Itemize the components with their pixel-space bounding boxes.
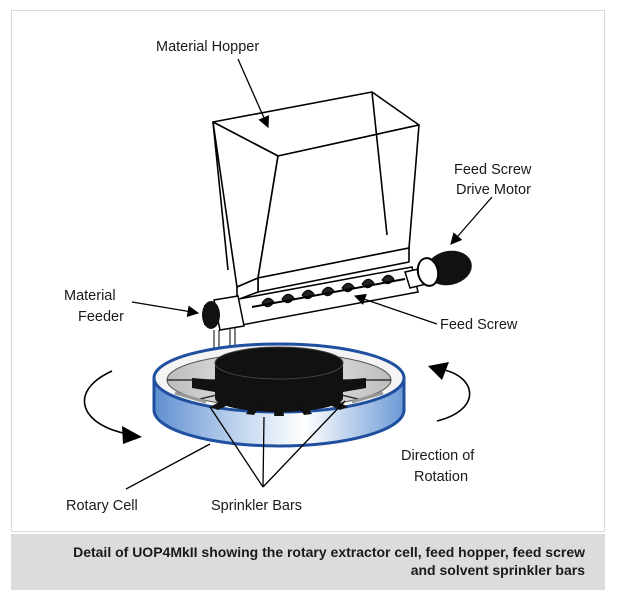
figure-caption: Detail of UOP4MkII showing the rotary ex… [11,534,605,590]
sprinkler-bar-group [174,391,384,404]
label-material-feeder-2: Feeder [78,309,124,325]
rotary-cell [152,342,406,448]
label-material-hopper: Material Hopper [156,39,259,55]
label-drive-motor-1: Feed Screw [454,162,532,178]
label-feed-screw: Feed Screw [440,317,518,333]
rotary-extractor-diagram: Material Hopper Feed Screw Drive Motor M… [64,39,532,514]
drive-motor [416,250,472,287]
label-sprinkler-bars: Sprinkler Bars [211,498,302,514]
caption-line-1: Detail of UOP4MkII showing the rotary ex… [73,544,585,560]
label-direction-2: Rotation [414,469,468,485]
label-material-feeder-1: Material [64,288,116,304]
material-feeder [202,295,245,352]
label-rotary-cell: Rotary Cell [66,498,138,514]
rotation-arrow-right [428,362,471,422]
label-drive-motor-2: Drive Motor [456,182,531,198]
rotation-arrow-left [83,370,142,444]
leader-lines [125,58,493,490]
label-direction-1: Direction of [401,448,475,464]
central-hub [192,346,366,416]
caption-line-2: and solvent sprinkler bars [410,562,585,578]
material-hopper [212,91,420,301]
